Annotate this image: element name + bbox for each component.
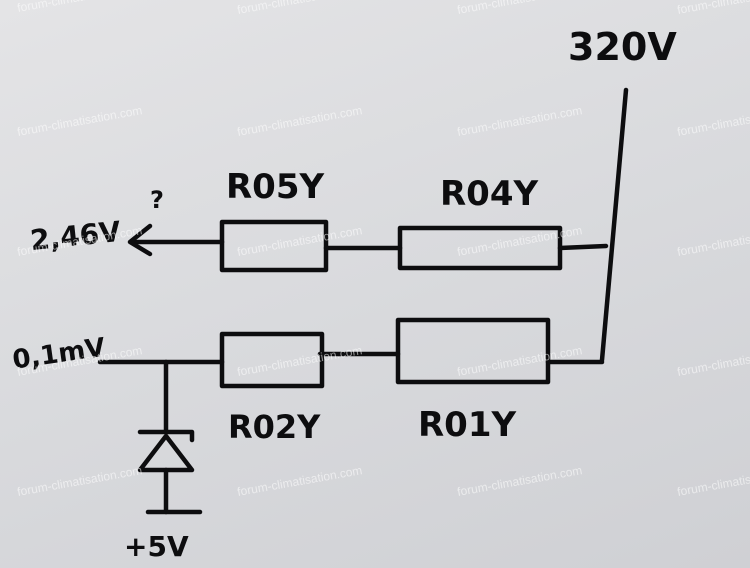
top-output-question-mark: ? — [150, 186, 164, 214]
svg-text:forum-climatisation.com: forum-climatisation.com — [676, 103, 750, 139]
resistor-r01y-label: R01Y — [418, 405, 516, 445]
resistor-r04y-label: R04Y — [440, 174, 538, 214]
zener-reference-voltage-label: +5V — [124, 530, 189, 563]
svg-text:forum-climatisation.com: forum-climatisation.com — [16, 103, 143, 139]
svg-text:forum-climatisation.com: forum-climatisation.com — [456, 463, 583, 499]
resistor-r01y — [395, 317, 551, 385]
svg-text:forum-climatisation.com: forum-climatisation.com — [16, 0, 143, 15]
zener-bar — [137, 429, 195, 443]
top-branch-rail-wire — [557, 243, 609, 251]
top-output-arrow — [127, 223, 153, 257]
svg-text:forum-climatisation.com: forum-climatisation.com — [236, 223, 363, 259]
svg-text:forum-climatisation.com: forum-climatisation.com — [676, 343, 750, 379]
zener-triangle — [137, 433, 195, 473]
svg-text:forum-climatisation.com: forum-climatisation.com — [236, 343, 363, 379]
svg-text:forum-climatisation.com: forum-climatisation.com — [236, 463, 363, 499]
svg-text:forum-climatisation.com: forum-climatisation.com — [456, 0, 583, 17]
svg-text:forum-climatisation.com: forum-climatisation.com — [456, 103, 583, 139]
resistor-r05y — [219, 219, 329, 273]
svg-text:forum-climatisation.com: forum-climatisation.com — [236, 0, 363, 17]
svg-text:forum-climatisation.com: forum-climatisation.com — [676, 0, 750, 17]
resistor-r02y-label: R02Y — [228, 408, 321, 446]
svg-text:forum-climatisation.com: forum-climatisation.com — [676, 463, 750, 499]
supply-rail — [599, 87, 629, 363]
supply-voltage-label: 320V — [568, 25, 677, 69]
svg-text:forum-climatisation.com: forum-climatisation.com — [236, 103, 363, 139]
svg-text:forum-climatisation.com: forum-climatisation.com — [676, 223, 750, 259]
resistor-r05y-label: R05Y — [226, 167, 324, 207]
svg-text:forum-climatisation.com: forum-climatisation.com — [16, 463, 143, 499]
